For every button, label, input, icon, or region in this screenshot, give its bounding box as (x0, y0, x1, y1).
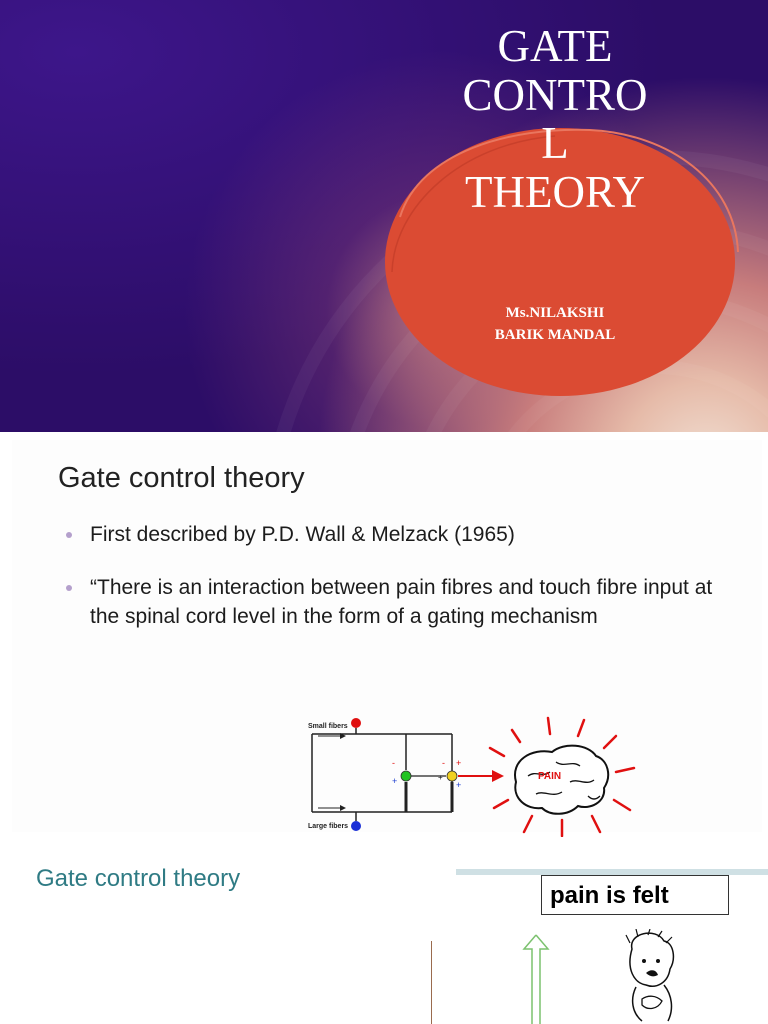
slide-heading: Gate control theory (36, 865, 241, 892)
decorative-bar (456, 869, 768, 875)
title-circle-shape (385, 128, 739, 396)
slide-title: GATE CONTRO L THEORY (462, 21, 648, 217)
bullet-list: First described by P.D. Wall & Melzack (… (58, 520, 738, 655)
author-line-2: BARIK MANDAL (494, 326, 616, 343)
svg-text:-: - (392, 758, 395, 768)
svg-text:+: + (438, 773, 443, 782)
bullet-item: First described by P.D. Wall & Melzack (… (58, 520, 738, 549)
person-in-pain-icon (625, 929, 675, 1022)
slide-panel: Gate control theory First described by P… (12, 440, 762, 837)
brain-icon: PAIN (514, 744, 610, 815)
author-line-1: Ms.NILAKSHI (505, 305, 605, 321)
small-fiber-node (351, 718, 361, 728)
small-fibers-label: Small fibers (308, 723, 348, 730)
author-name: Ms.NILAKSHI BARIK MANDAL (440, 303, 670, 347)
divider-line (431, 941, 432, 1024)
brain-pain-label: PAIN (538, 771, 561, 782)
bullet-text: First described by P.D. Wall & Melzack (… (90, 523, 515, 546)
svg-text:+: + (456, 780, 461, 790)
pain-rays-icon (488, 716, 636, 837)
title-slide: GATE CONTRO L THEORY Ms.NILAKSHI BARIK M… (0, 0, 768, 432)
slide-heading: Gate control theory (58, 462, 305, 494)
gate-control-diagram: Small fibers - + - + + + (308, 716, 636, 837)
up-arrow-icon (522, 934, 550, 1024)
bullet-dot-icon (66, 585, 72, 591)
svg-text:+: + (392, 776, 397, 786)
bullet-text: “There is an interaction between pain fi… (90, 576, 713, 628)
svg-text:-: - (442, 758, 445, 768)
bullet-item: “There is an interaction between pain fi… (58, 573, 738, 631)
svg-text:+: + (456, 758, 461, 768)
t-cell-node (446, 770, 458, 782)
content-slide-2: Gate control theory pain is felt (0, 837, 768, 1024)
large-fiber-node (351, 821, 361, 831)
content-slide: Gate control theory First described by P… (0, 432, 768, 837)
sg-cell-node (400, 770, 412, 782)
large-fibers-label: Large fibers (308, 823, 348, 830)
bullet-dot-icon (66, 532, 72, 538)
pain-is-felt-box: pain is felt (541, 875, 729, 915)
